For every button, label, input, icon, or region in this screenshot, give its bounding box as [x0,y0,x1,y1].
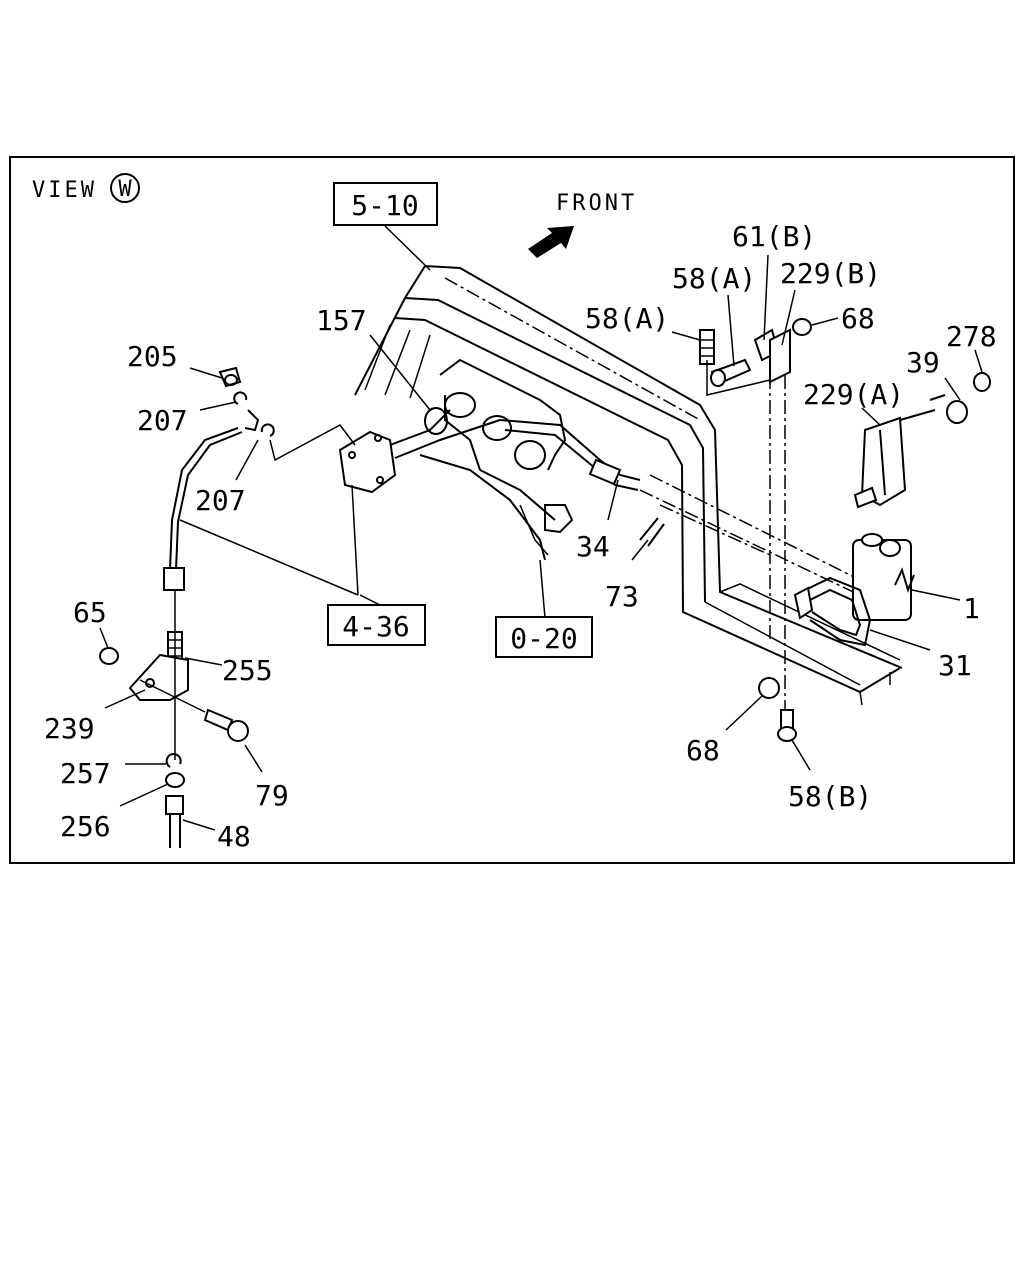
power-steering-pump [338,409,501,494]
o-ring-157 [424,407,448,435]
front-arrow-icon [528,226,574,258]
callout-207-upper[interactable]: 207 [137,404,188,437]
callout-31[interactable]: 31 [938,649,972,682]
callout-157[interactable]: 157 [316,304,367,337]
callout-257[interactable]: 257 [60,757,111,790]
front-label: FRONT [556,191,637,216]
callout-79[interactable]: 79 [255,779,289,812]
reservoir-tank [852,533,915,621]
callout-205[interactable]: 205 [127,340,178,373]
callout-229a[interactable]: 229(A) [803,378,904,411]
ref-box-0-20-frame [495,616,593,658]
diagram-frame [9,156,1015,864]
view-text: VIEW [32,178,97,203]
ref-box-0-20[interactable]: 0-20 [510,622,577,655]
reservoir-bracket [853,372,991,509]
ref-box-5-10-frame [333,182,438,226]
callout-58a-upper[interactable]: 58(A) [672,262,756,295]
callout-58a-left[interactable]: 58(A) [585,302,669,335]
lower-fasteners [758,677,797,742]
callout-39[interactable]: 39 [906,346,940,379]
return-hose-34 [499,419,641,491]
view-circle [110,173,140,203]
hose-73 [639,517,665,547]
callout-65[interactable]: 65 [73,596,107,629]
clamp-group [699,318,812,710]
ref-box-4-36-frame [327,604,426,646]
callout-278[interactable]: 278 [946,320,997,353]
frame-rail-outline [354,265,903,706]
callout-256[interactable]: 256 [60,810,111,843]
callout-58b[interactable]: 58(B) [788,780,872,813]
fittings-205-207 [218,366,275,437]
leader-lines [99,225,983,831]
callout-239[interactable]: 239 [44,712,95,745]
pressure-hose [163,409,260,591]
callout-68-lower[interactable]: 68 [686,734,720,767]
callout-68-upper[interactable]: 68 [841,302,875,335]
callout-61b[interactable]: 61(B) [732,220,816,253]
callout-34[interactable]: 34 [576,530,610,563]
ref-box-4-36[interactable]: 4-36 [342,610,409,643]
cooler-pipe-31 [793,576,872,647]
callout-1[interactable]: 1 [963,592,980,625]
callout-255[interactable]: 255 [222,654,273,687]
view-label: VIEW W [32,173,140,203]
view-circle-letter: W [118,177,132,202]
bracket-assembly [99,590,249,848]
callout-48[interactable]: 48 [217,820,251,853]
callout-73[interactable]: 73 [605,580,639,613]
callout-207-lower[interactable]: 207 [195,484,246,517]
callout-229b[interactable]: 229(B) [780,257,881,290]
ref-box-5-10[interactable]: 5-10 [351,189,418,222]
engine-block [419,358,574,561]
